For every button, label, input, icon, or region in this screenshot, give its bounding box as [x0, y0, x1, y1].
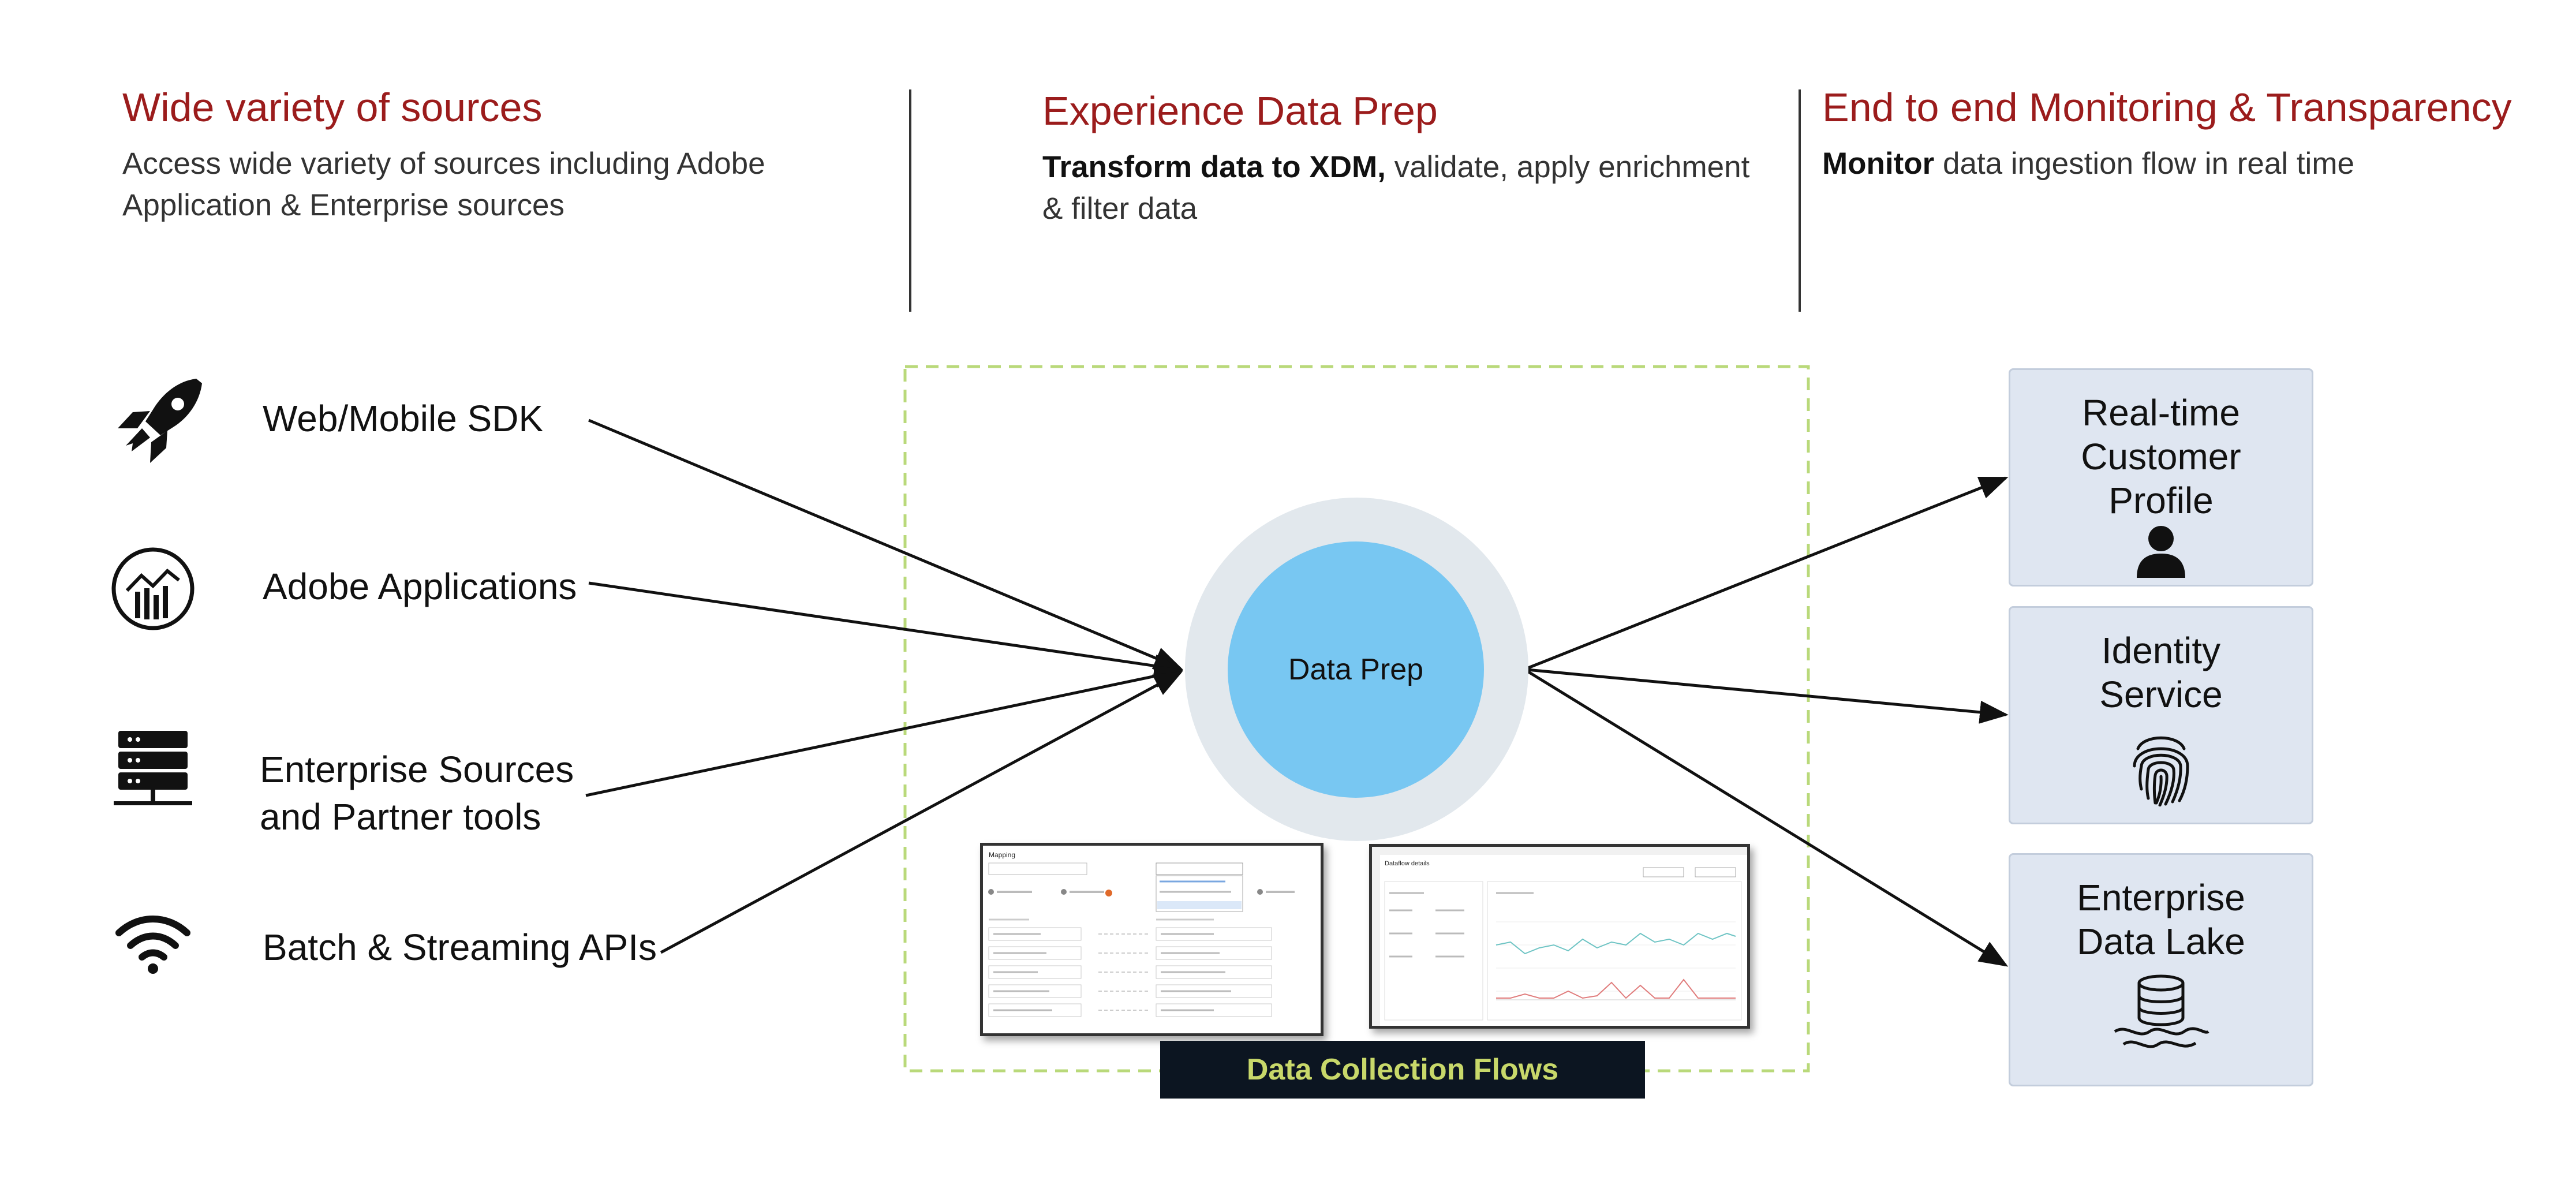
source-adobe-apps-line1: Adobe Applications [263, 566, 577, 607]
data-lake-icon [2114, 974, 2209, 1048]
dest-customer-profile-line2: Customer [2081, 436, 2241, 477]
header-data-prep-title: Experience Data Prep [1042, 88, 1438, 133]
arrow-to-data-lake [1526, 669, 2009, 967]
arrow-adobe-apps [588, 581, 1183, 678]
source-batch-apis-line1: Batch & Streaming APIs [263, 927, 657, 968]
rocket-icon [118, 379, 202, 463]
dest-customer-profile-line1: Real-time [2082, 392, 2240, 434]
header-monitoring-desc-bold: Monitor [1822, 147, 1935, 181]
header-sources: Wide variety of sources Access wide vari… [122, 84, 873, 226]
data-prep-circle: Data Prep [1228, 541, 1484, 798]
arrow-batch-apis [660, 671, 1183, 954]
dest-identity-service: Identity Service [2009, 606, 2313, 824]
wifi-icon [115, 916, 190, 974]
header-divider-2 [1799, 89, 1801, 312]
data-prep-label: Data Prep [1288, 653, 1424, 686]
source-web-sdk-label: Web/Mobile SDK [263, 395, 543, 442]
arrow-enterprise-sources [585, 664, 1183, 797]
dest-data-lake-line2: Data Lake [2077, 921, 2245, 962]
data-collection-flows-label: Data Collection Flows [1160, 1041, 1645, 1099]
header-data-prep-desc-text: validate, apply enrichment & filter data [1042, 150, 1750, 226]
source-enterprise-line2: and Partner tools [260, 796, 541, 838]
dataflow-screenshot: Dataflow details [1369, 844, 1750, 1029]
person-icon [2137, 526, 2185, 578]
header-monitoring-title: End to end Monitoring & Transparency [1822, 85, 2512, 130]
arrow-to-profile [1526, 476, 2009, 670]
dest-data-lake: Enterprise Data Lake [2009, 853, 2313, 1086]
source-adobe-apps-label: Adobe Applications [263, 563, 577, 610]
source-enterprise-label: Enterprise Sources and Partner tools [260, 746, 574, 840]
arrow-to-identity [1526, 668, 2009, 724]
dest-identity-service-line2: Service [2099, 674, 2223, 715]
header-monitoring-desc-text: data ingestion flow in real time [1934, 147, 2354, 181]
header-sources-desc: Access wide variety of sources including… [122, 143, 786, 226]
header-data-prep: Experience Data Prep Transform data to X… [1042, 88, 1793, 230]
source-web-sdk-line1: Web/Mobile SDK [263, 398, 544, 439]
header-monitoring-desc: Monitor data ingestion flow in real time [1822, 143, 2561, 185]
header-data-prep-desc: Transform data to XDM, validate, apply e… [1042, 147, 1775, 230]
arrow-web-sdk [588, 419, 1183, 670]
header-data-prep-desc-bold: Transform data to XDM, [1042, 150, 1386, 184]
fingerprint-icon [2133, 736, 2189, 806]
header-sources-desc-text: Access wide variety of sources including… [122, 147, 765, 222]
header-divider-1 [909, 89, 911, 312]
dest-data-lake-line1: Enterprise [2077, 877, 2245, 918]
header-monitoring: End to end Monitoring & Transparency Mon… [1822, 84, 2573, 185]
source-batch-apis-label: Batch & Streaming APIs [263, 924, 657, 971]
dest-customer-profile-line3: Profile [2108, 480, 2214, 521]
dest-identity-service-line1: Identity [2101, 630, 2221, 671]
analytics-icon [111, 547, 195, 630]
header-sources-title: Wide variety of sources [122, 85, 543, 130]
dataflow-screenshot-content: Dataflow details [1372, 847, 1747, 1026]
dest-customer-profile: Real-time Customer Profile [2009, 368, 2313, 586]
dataflow-screenshot-title: Dataflow details [1385, 860, 1430, 867]
mapping-screenshot-content: Mapping [988, 851, 1295, 1017]
server-icon [114, 731, 192, 805]
source-enterprise-line1: Enterprise Sources [260, 749, 574, 790]
mapping-screenshot-title: Mapping [989, 851, 1015, 859]
mapping-screenshot: Mapping [980, 843, 1323, 1036]
